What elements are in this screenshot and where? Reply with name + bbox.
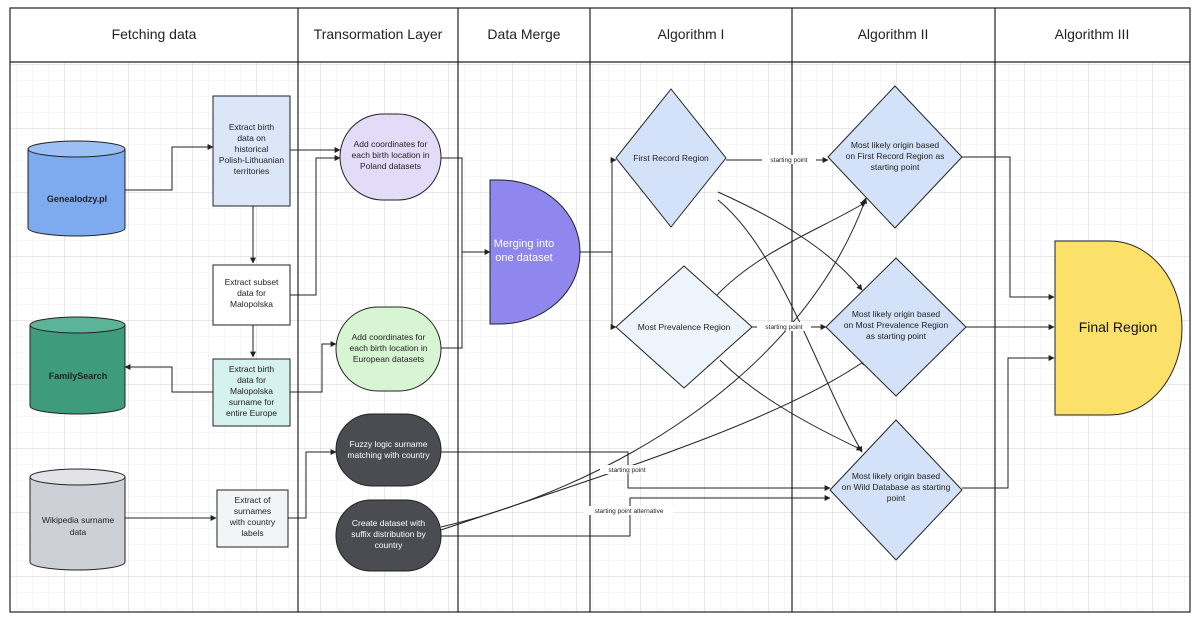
most-prevalence-label: Most Prevalence Region — [638, 322, 731, 332]
suffix-line-2: suffix distribution by — [351, 529, 426, 539]
extract-surnames-line-4: labels — [241, 528, 263, 538]
extract-birth-line-4: Polish-Lithuanian — [219, 155, 284, 165]
edge-coords-poland-merge — [441, 157, 491, 255]
extract-subset-line-3: Malopolska — [230, 299, 273, 309]
edge-birth-coords-europe — [290, 341, 337, 393]
alg2-first-line-2: on First Record Region as — [846, 151, 945, 161]
edge-surnames-fuzzy — [288, 449, 337, 519]
node-extract-birth-malopolska: Extract birth data for Malopolska surnam… — [212, 358, 291, 427]
extract-birth-line-1: Extract birth — [229, 122, 275, 132]
merge-line-2: one dataset — [495, 252, 553, 264]
edge-suffix-alg2-prev — [440, 359, 867, 531]
extract-birth-malopolska-line-5: entire Europe — [226, 408, 277, 418]
node-first-record: First Record Region — [615, 88, 727, 228]
node-alg2-wild: Most likely origin based on Wild Databas… — [829, 419, 963, 561]
extract-birth-line-5: territories — [234, 166, 269, 176]
edge-merge-most-prevalence — [610, 252, 617, 330]
edge-label-starting-point-2: starting point — [765, 324, 802, 331]
lane-title-algorithm-2: Algorithm II — [858, 26, 929, 42]
alg2-first-line-3: starting point — [871, 162, 920, 172]
node-extract-birth: Extract birth data on historical Polish-… — [212, 95, 291, 207]
edge-subset-coords-poland — [290, 155, 341, 296]
node-extract-surnames: Extract of surnames with country labels — [216, 489, 289, 548]
alg2-prev-line-3: as starting point — [866, 331, 927, 341]
merge-line-1: Merging into — [494, 238, 555, 250]
node-familysearch: FamilySearch — [29, 316, 126, 415]
edge-genealodzy-extract — [125, 144, 214, 191]
lane-title-merge: Data Merge — [487, 26, 560, 42]
fuzzy-line-2: matching with country — [347, 450, 430, 460]
extract-birth-line-2: data on — [237, 133, 266, 143]
extract-birth-malopolska-line-3: Malopolska — [230, 386, 273, 396]
coords-poland-line-1: Add coordinates for — [354, 139, 428, 149]
edge-suffix-alg2-wild — [441, 495, 831, 537]
suffix-line-3: country — [375, 540, 404, 550]
extract-subset-line-1: Extract subset — [225, 277, 279, 287]
node-alg2-prev: Most likely origin based on Most Prevale… — [825, 257, 967, 397]
node-final: Final Region — [1054, 240, 1183, 416]
alg2-first-line-1: Most likely origin based — [851, 140, 940, 150]
extract-surnames-line-2: surnames — [234, 506, 271, 516]
edge-alg2-first-final — [962, 156, 1055, 300]
edge-label-starting-point-3: starting point — [608, 467, 645, 474]
node-wikipedia: Wikipedia surname data — [29, 468, 126, 571]
alg2-prev-line-1: Most likely origin based — [852, 309, 941, 319]
node-extract-subset: Extract subset data for Malopolska — [212, 264, 291, 326]
coords-europe-line-2: each birth location in — [350, 343, 428, 353]
lane-title-fetching: Fetching data — [112, 26, 197, 42]
fuzzy-line-1: Fuzzy logic surname — [350, 439, 428, 449]
first-record-label: First Record Region — [633, 153, 709, 163]
node-genealodzy: Genealodzy.pl — [27, 140, 126, 237]
node-suffix: Create dataset with suffix distribution … — [335, 499, 442, 572]
edge-label-starting-point-alternative: starting point alternative — [594, 508, 663, 515]
extract-subset-line-2: data for — [237, 288, 266, 298]
coords-poland-line-3: Poland datasets — [360, 161, 421, 171]
alg2-prev-line-2: on Most Prevalence Region — [844, 320, 949, 330]
node-merge: Merging into one dataset — [489, 179, 581, 325]
edge-alg2-wild-final — [962, 355, 1055, 489]
familysearch-label: FamilySearch — [49, 371, 108, 381]
extract-birth-malopolska-line-4: surname for — [229, 397, 275, 407]
node-fuzzy: Fuzzy logic surname matching with countr… — [335, 413, 442, 487]
edges — [124, 144, 1055, 537]
lane-title-algorithm-3: Algorithm III — [1055, 26, 1130, 42]
lane-title-algorithm-1: Algorithm I — [658, 26, 725, 42]
alg2-wild-line-2: on Wild Database as starting — [842, 482, 951, 492]
extract-birth-malopolska-line-2: data for — [237, 375, 266, 385]
node-most-prevalence: Most Prevalence Region — [615, 265, 753, 389]
edge-prev-alg2-first — [715, 201, 867, 297]
node-alg2-first: Most likely origin based on First Record… — [827, 85, 963, 229]
coords-europe-line-3: European datasets — [353, 354, 424, 364]
suffix-line-1: Create dataset with — [352, 518, 426, 528]
node-coords-europe: Add coordinates for each birth location … — [335, 306, 442, 392]
coords-europe-line-1: Add coordinates for — [352, 332, 426, 342]
edge-birth-malopolska-familysearch — [124, 364, 213, 393]
background-grid — [10, 62, 1190, 612]
lane-title-transformation: Transormation Layer — [314, 26, 443, 42]
genealodzy-label: Genealodzy.pl — [47, 194, 107, 204]
edge-prev-alg2-wild — [719, 359, 863, 451]
wikipedia-label-line-1: Wikipedia surname — [42, 515, 115, 525]
extract-birth-malopolska-line-1: Extract birth — [229, 364, 275, 374]
edge-first-alg2-wild — [717, 199, 863, 453]
coords-poland-line-2: each birth location in — [352, 150, 430, 160]
final-region-label: Final Region — [1079, 319, 1158, 335]
extract-surnames-line-3: with country — [229, 517, 276, 527]
extract-birth-line-3: historical — [235, 144, 269, 154]
extract-surnames-line-1: Extract of — [235, 495, 272, 505]
alg2-wild-line-3: point — [887, 493, 906, 503]
edge-labels: starting point starting point starting p… — [584, 155, 816, 515]
edge-coords-europe-merge — [441, 252, 463, 349]
alg2-wild-line-1: Most likely origin based — [852, 471, 941, 481]
edge-merge-first-record — [580, 157, 617, 253]
wikipedia-label-line-2: data — [70, 527, 87, 537]
node-coords-poland: Add coordinates for each birth location … — [339, 113, 442, 201]
edge-label-starting-point-1: starting point — [770, 157, 807, 164]
